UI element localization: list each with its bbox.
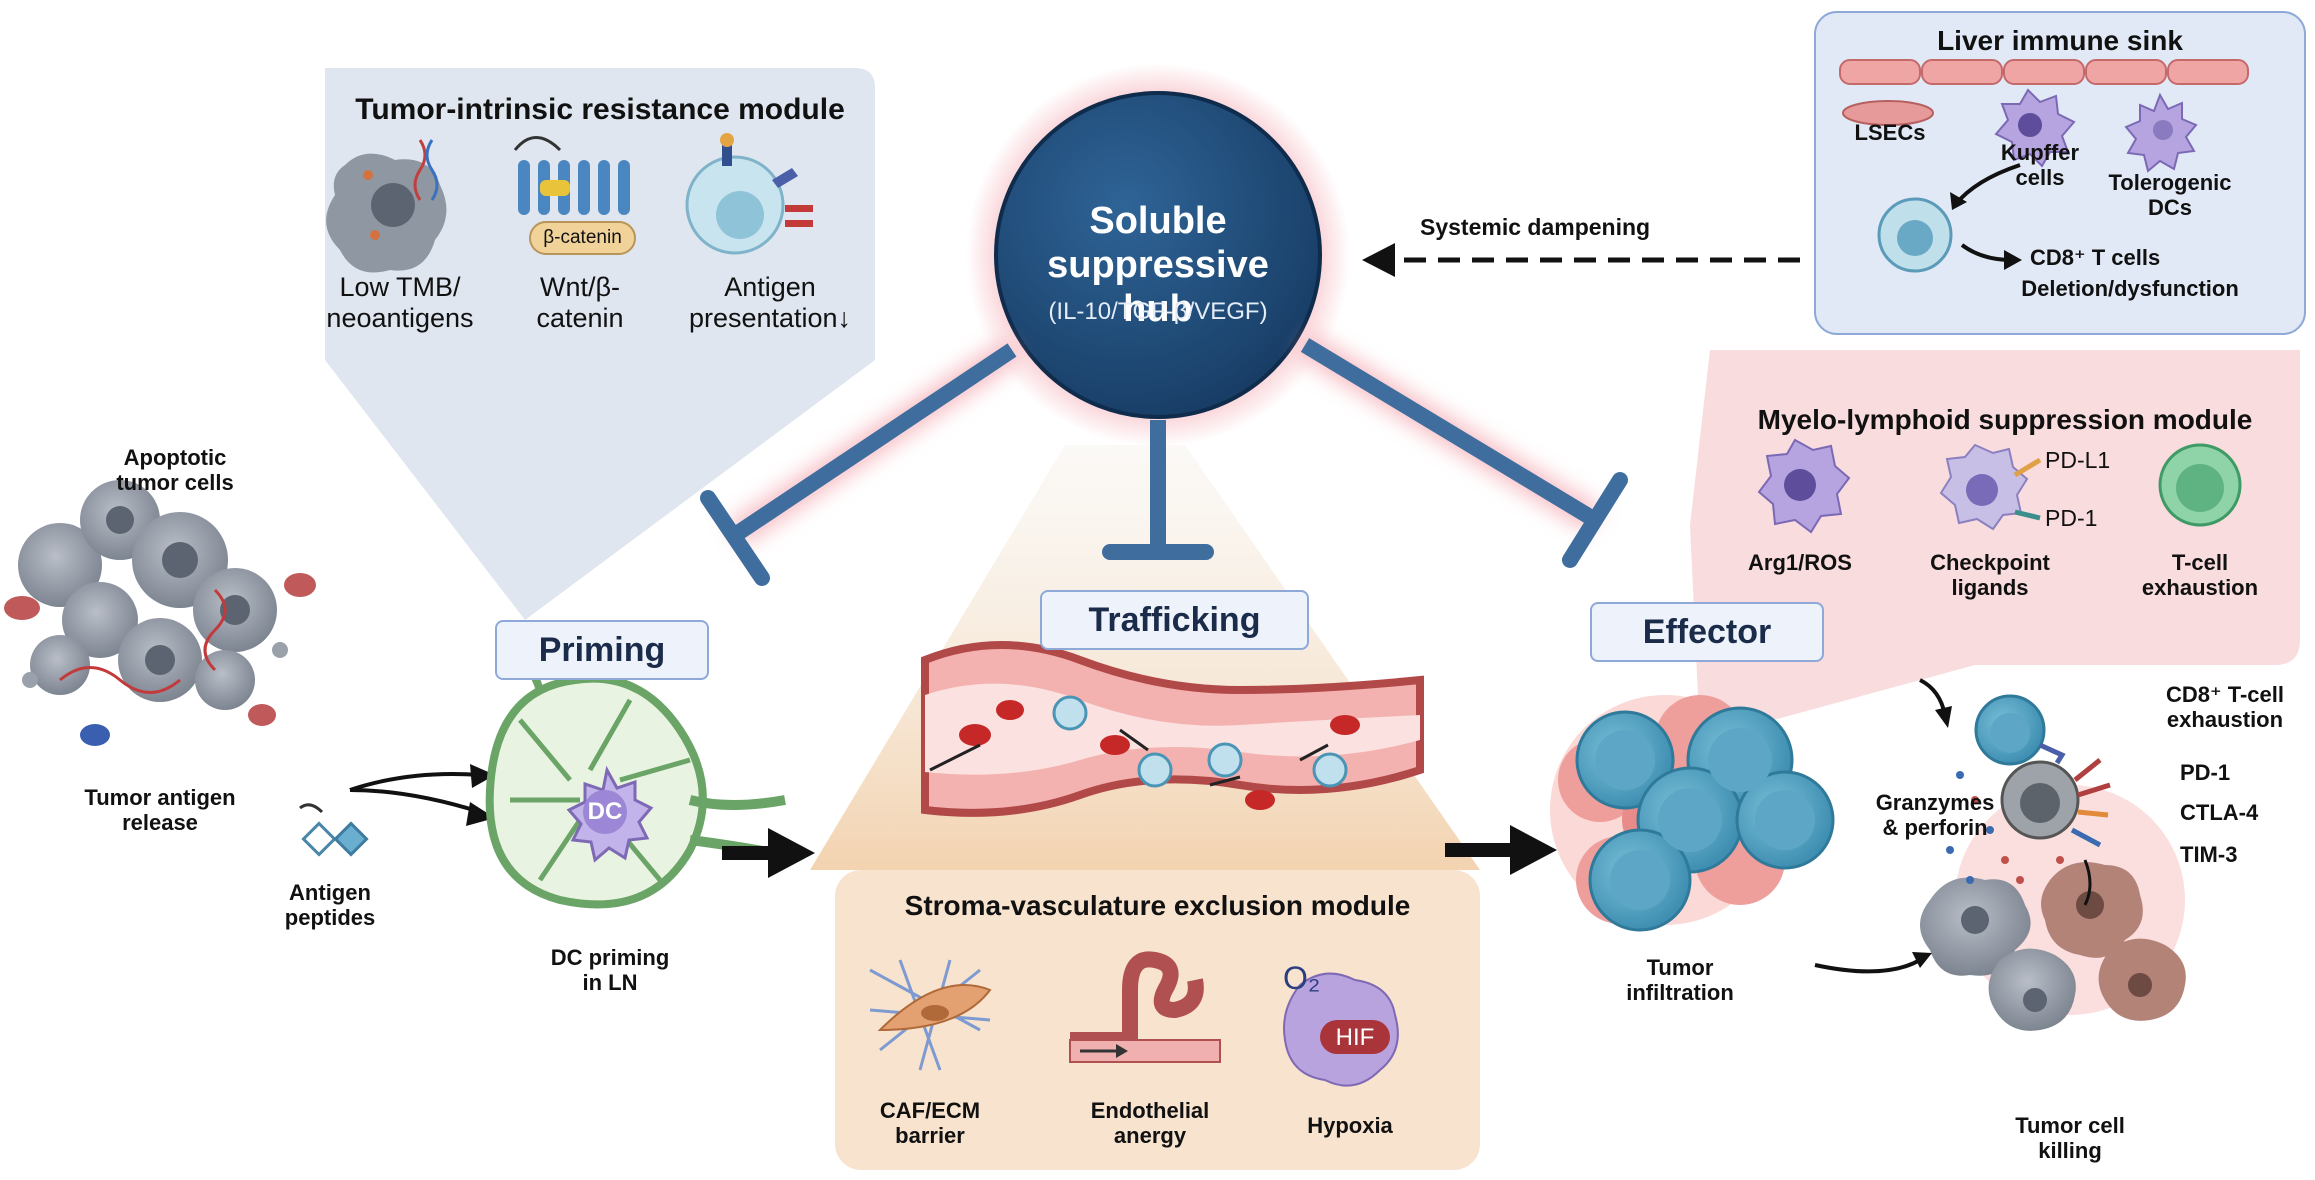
stage-effector: Effector: [1590, 602, 1824, 662]
stroma-item-caf: CAF/ECM barrier: [879, 1098, 981, 1149]
checkpoint-tim3: TIM-3: [2180, 842, 2238, 867]
apoptotic-label: Apoptotic tumor cells: [116, 445, 234, 496]
stage-priming: Priming: [495, 620, 709, 680]
checkpoint-pd1: PD-1: [2180, 760, 2231, 785]
dendritic-cell-icon: [566, 765, 654, 863]
hub-circle: [994, 91, 1322, 419]
antigen-peptide-icon: [299, 803, 369, 857]
hypoxia-cell-icon: [1283, 972, 1399, 1087]
myelo-item-exhaustion: T-cell exhaustion: [2141, 550, 2259, 601]
checkpoint-ligand-cell-icon: [1939, 443, 2042, 531]
caf-ecm-icon: [869, 959, 992, 1071]
stroma-cone: [810, 445, 1480, 870]
tumor-intrinsic-title: Tumor-intrinsic resistance module: [355, 93, 845, 126]
tumor-intrinsic-item-tmb: Low TMB/ neoantigens: [326, 272, 474, 334]
beta-catenin-tag: β-catenin: [543, 227, 622, 248]
liver-kupffer-label: Kupffer cells: [2000, 140, 2080, 191]
peptides-label: Antigen peptides: [284, 880, 376, 931]
infiltration-label: Tumor infiltration: [1626, 955, 1734, 1006]
dc-label: DC: [587, 798, 623, 825]
granzymes-label: Granzymes & perforin: [1875, 790, 1995, 841]
systemic-dampening-label: Systemic dampening: [1420, 214, 1651, 240]
blood-vessel-icon: [921, 641, 1424, 817]
kupffer-cell-icon: [1994, 88, 2076, 168]
checkpoint-ctla4: CTLA-4: [2180, 800, 2259, 825]
tumor-intrinsic-item-antigen: Antigen presentation↓: [688, 272, 852, 334]
endothelial-anergy-icon: [1069, 951, 1221, 1063]
pdl1-label: PD-L1: [2045, 447, 2111, 473]
tumor-infiltration-cluster: [1550, 695, 1835, 932]
tumor-intrinsic-item-wnt: Wnt/β- catenin: [536, 272, 624, 334]
myelo-item-checkpoint: Checkpoint ligands: [1930, 550, 2050, 601]
exhausted-t-cell-icon: [2158, 443, 2242, 527]
hif-label: HIF: [1335, 1024, 1375, 1051]
tumor-intrinsic-panel: [325, 68, 875, 620]
liver-endothelium: [1839, 59, 2249, 126]
stage-trafficking: Trafficking: [1040, 590, 1309, 650]
tumor-cell-icon: [326, 139, 447, 273]
exhaustion-label: CD8⁺ T-cell exhaustion: [2166, 682, 2284, 733]
liver-dcs-label: Tolerogenic DCs: [2108, 170, 2232, 221]
hub-title-line1: Soluble: [1089, 200, 1227, 242]
stroma-panel: [835, 870, 1480, 1170]
stroma-item-endothelial: Endothelial anergy: [1090, 1098, 1210, 1149]
myelo-panel: [1690, 350, 2300, 740]
tolerogenic-dc-icon: [2124, 92, 2198, 173]
wnt-receptor-icon: [513, 136, 636, 255]
flow-arrows: [722, 825, 1557, 878]
o2-label: O₂: [1283, 960, 1321, 996]
liver-cd8-line2: Deletion/dysfunction: [2021, 276, 2239, 301]
killing-scene: [1814, 678, 2186, 1031]
release-arrows: [349, 764, 495, 826]
stroma-title: Stroma-vasculature exclusion module: [904, 890, 1411, 921]
hub-title-line2: suppressive hub: [1047, 244, 1269, 330]
systemic-dampening-arrow: [1362, 243, 1800, 277]
antigen-presenting-cell-icon: [685, 133, 813, 255]
arg1-cell-icon: [1757, 438, 1851, 534]
liver-lsecs-label: LSECs: [1854, 120, 1926, 145]
release-label: Tumor antigen release: [84, 785, 236, 836]
liver-title: Liver immune sink: [1937, 25, 2183, 56]
dc-priming-label: DC priming in LN: [550, 945, 670, 996]
pd1-label: PD-1: [2045, 505, 2098, 531]
myelo-title: Myelo-lymphoid suppression module: [1757, 404, 2253, 435]
myelo-item-arg1: Arg1/ROS: [1748, 550, 1852, 575]
killing-label: Tumor cell killing: [2015, 1113, 2125, 1164]
hub-subtitle: (IL-10/TGF-β/VEGF): [1048, 298, 1268, 325]
stroma-item-hypoxia: Hypoxia: [1307, 1113, 1393, 1138]
liver-cd8-cell-icon: [1877, 163, 2022, 273]
inhibition-arrows: [700, 333, 1628, 586]
liver-cd8-line1: CD8⁺ T cells: [2030, 245, 2161, 270]
apoptotic-tumor-cluster: [4, 480, 316, 746]
